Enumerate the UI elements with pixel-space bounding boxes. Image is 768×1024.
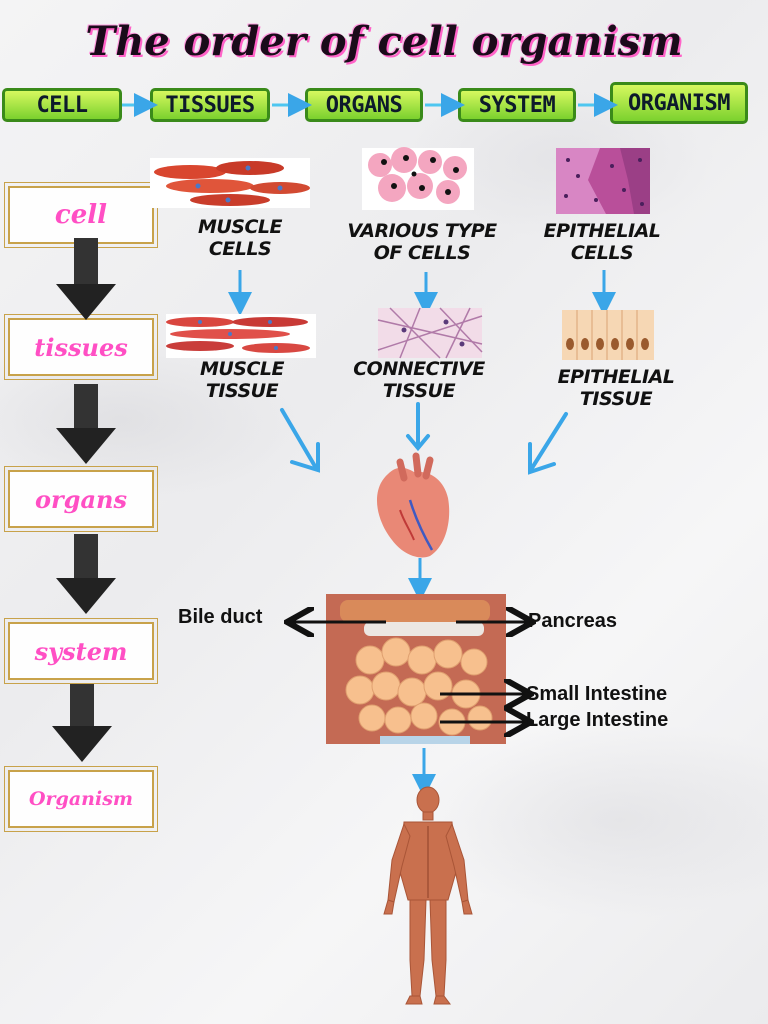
- muscle-tissue-icon: [166, 314, 316, 358]
- level-cell-label: cell: [54, 200, 108, 230]
- level-organism-box: Organism: [4, 766, 158, 832]
- level-organism-label: Organism: [29, 788, 133, 810]
- level-system-box: system: [4, 618, 158, 684]
- cell-to-tissue-arrows: [228, 270, 616, 316]
- muscle-tissue-label: MUSCLE TISSUE: [199, 358, 285, 402]
- small-intestine-label: Small Intestine: [526, 683, 668, 705]
- epithelial-cells-icon: [556, 148, 650, 214]
- large-intestine-label: Large Intestine: [526, 709, 669, 731]
- level-cell-box: cell: [4, 182, 158, 248]
- step-organism-label: ORGANISM: [628, 90, 730, 116]
- step-tissues: TISSUES: [150, 88, 270, 122]
- level-tissues-box: tissues: [4, 314, 158, 380]
- connective-tissue-label: CONNECTIVE TISSUE: [353, 358, 485, 402]
- level-tissues-label: tissues: [34, 332, 128, 362]
- human-body-icon: [383, 786, 473, 1005]
- step-system-label: SYSTEM: [478, 92, 556, 118]
- muscle-cells-icon: [150, 158, 310, 208]
- heart-icon: [376, 452, 450, 558]
- epithelial-tissue-label: EPITHELIAL TISSUE: [557, 366, 675, 410]
- pancreas-label: Pancreas: [528, 610, 617, 632]
- epithelial-cells-label: EPITHELIAL CELLS: [543, 220, 661, 264]
- step-cell: CELL: [2, 88, 122, 122]
- step-cell-label: CELL: [36, 92, 88, 118]
- level-organs-label: organs: [35, 484, 127, 514]
- epithelial-tissue-icon: [562, 310, 654, 360]
- down-arrow-icon: [52, 684, 112, 762]
- various-cells-label: VARIOUS TYPE OF CELLS: [347, 220, 497, 264]
- level-system-label: system: [34, 636, 128, 666]
- down-arrow-icon: [56, 384, 116, 464]
- digestive-system-icon: [326, 594, 506, 744]
- step-system: SYSTEM: [458, 88, 576, 122]
- muscle-cells-label: MUSCLE CELLS: [197, 216, 283, 260]
- step-organs-label: ORGANS: [325, 92, 403, 118]
- left-down-arrows: [52, 238, 116, 762]
- level-organs-box: organs: [4, 466, 158, 532]
- bile-duct-label: Bile duct: [178, 606, 263, 628]
- connective-tissue-icon: [377, 307, 483, 359]
- organ-pointer-arrows: [290, 622, 530, 722]
- down-arrow-icon: [56, 238, 116, 320]
- down-arrow-icon: [56, 534, 116, 614]
- step-tissues-label: TISSUES: [165, 92, 255, 118]
- various-cells-icon: [362, 147, 474, 210]
- step-organism: ORGANISM: [610, 82, 748, 124]
- page-title: The order of cell organism: [85, 18, 683, 65]
- tissue-to-organ-arrows: [280, 402, 568, 475]
